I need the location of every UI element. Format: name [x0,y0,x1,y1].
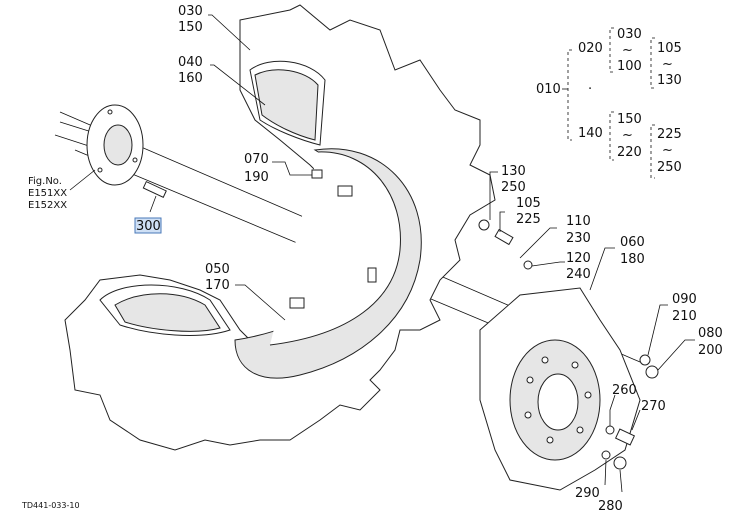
bracket-2 [289,297,305,309]
label-030: 030 [178,4,203,19]
tree-250: 250 [657,160,682,175]
label-230: 230 [566,231,591,246]
washer-290 [601,450,611,460]
tree-dot: · [588,82,592,97]
valve-105 [494,228,514,246]
label-200: 200 [698,343,723,358]
label-260: 260 [612,383,637,398]
label-050: 050 [205,262,230,277]
tree-105: 105 [657,41,682,56]
label-160: 160 [178,71,203,86]
tree-140: 140 [578,126,603,141]
hub-disc [479,287,641,491]
label-270: 270 [641,399,666,414]
bolt-270 [614,428,636,446]
stud-300 [142,180,167,198]
label-250: 250 [501,180,526,195]
label-300[interactable]: 300 [136,219,161,234]
tree-225: 225 [657,127,682,142]
axle-flange [54,104,144,186]
bracket [337,185,353,197]
label-300-highlight [134,217,162,234]
label-150: 150 [178,20,203,35]
label-040: 040 [178,55,203,70]
label-120: 120 [566,251,591,266]
tree-tilde-3: ~ [622,128,633,143]
tree-010: 010 [536,82,561,97]
label-090: 090 [672,292,697,307]
label-240: 240 [566,267,591,282]
washer-090 [639,354,651,366]
tree-tilde-1: ~ [622,43,633,58]
label-110: 110 [566,214,591,229]
label-130: 130 [501,164,526,179]
washer-130 [478,219,490,231]
nut-080 [645,365,659,379]
tree-tilde-4: ~ [662,143,673,158]
label-070: 070 [244,152,269,167]
tree-020: 020 [578,41,603,56]
label-225: 225 [516,212,541,227]
fig-ref-e151: E151XX [28,188,67,199]
label-290: 290 [575,486,600,501]
label-190: 190 [244,170,269,185]
label-080: 080 [698,326,723,341]
label-280: 280 [598,499,623,514]
nut-280 [613,456,627,470]
label-210: 210 [672,309,697,324]
label-170: 170 [205,278,230,293]
tree-100: 100 [617,59,642,74]
tree-tilde-2: ~ [662,57,673,72]
fig-ref-title: Fig.No. [28,176,62,187]
label-105: 105 [516,196,541,211]
axis-line-2 [74,149,506,331]
fig-ref-e152: E152XX [28,200,67,211]
lug-wheel [64,4,496,451]
label-180: 180 [620,252,645,267]
washer-260 [605,425,615,435]
tree-220: 220 [617,145,642,160]
tree-030: 030 [617,27,642,42]
valve [367,267,377,283]
tree-130: 130 [657,73,682,88]
bolt-070 [311,169,323,179]
label-060: 060 [620,235,645,250]
cap-120 [523,260,533,270]
drawing-code: TD441-033-10 [21,501,80,510]
assembly-tree: 010 · 020 030 ~ 100 105 ~ 130 140 150 ~ … [536,27,682,179]
tree-150: 150 [617,112,642,127]
